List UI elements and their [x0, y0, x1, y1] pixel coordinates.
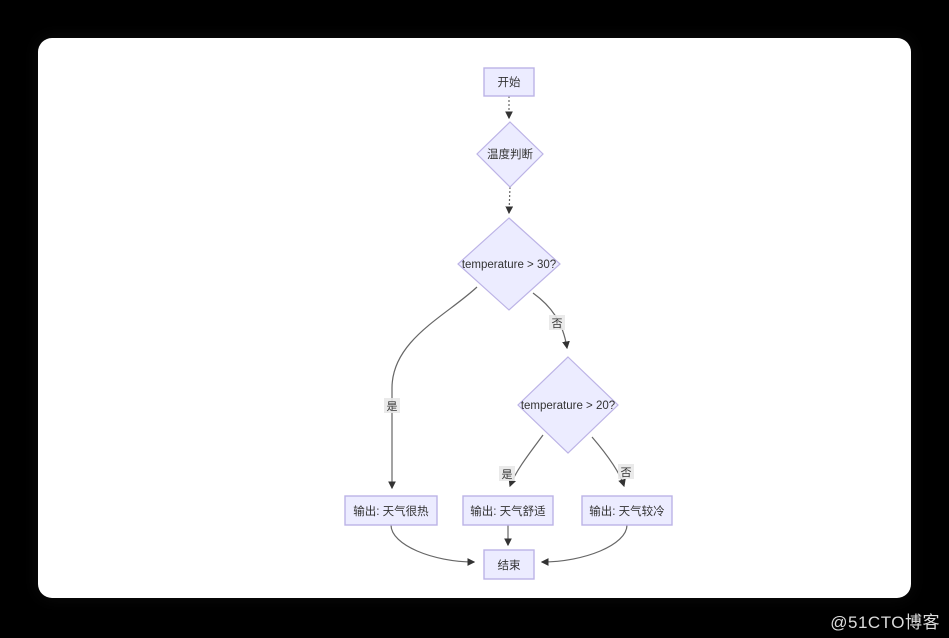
- edge-label-cond30-yes: 是: [387, 400, 398, 413]
- edge-temp-check-to-cond30: [505, 186, 514, 215]
- node-start-label: 开始: [498, 75, 521, 89]
- flowchart-diagram: 是 否 是 否 开始 温度判断 temperature > 30? temper…: [344, 67, 673, 580]
- node-end-label: 结束: [498, 559, 521, 572]
- edge-labels: 是 否 是 否: [384, 315, 634, 481]
- node-cond30: [457, 217, 561, 311]
- node-out-hot-label: 输出: 天气很热: [353, 504, 429, 518]
- edge-label-cond20-no: 否: [621, 467, 632, 479]
- node-start: [483, 67, 535, 97]
- node-end: [483, 549, 535, 580]
- node-out-comfort: [462, 495, 554, 526]
- edge-cold-to-end: [540, 524, 628, 566]
- node-cond30-label: temperature > 30?: [462, 259, 556, 271]
- watermark: @51CTO博客: [830, 613, 940, 632]
- edge-label-bg: [549, 315, 565, 330]
- flowchart-card: 是 否 是 否 开始 温度判断 temperature > 30? temper…: [38, 38, 911, 598]
- node-out-comfort-label: 输出: 天气舒适: [470, 504, 546, 518]
- edge-cond20-no: [591, 436, 626, 488]
- node-cond20-label: temperature > 20?: [521, 400, 615, 412]
- node-out-cold-label: 输出: 天气较冷: [589, 504, 664, 518]
- node-temp-check: [476, 121, 544, 188]
- node-out-hot: [344, 495, 438, 526]
- edge-label-bg: [384, 398, 400, 413]
- node-temp-check-label: 温度判断: [487, 147, 533, 161]
- edge-hot-to-end: [390, 524, 476, 566]
- edge-label-bg: [618, 464, 634, 479]
- nodes: 开始 温度判断 temperature > 30? temperature > …: [344, 67, 673, 580]
- node-cond20: [517, 356, 619, 454]
- edge-cond20-yes: [508, 434, 544, 488]
- edge-cond30-yes: [388, 286, 478, 490]
- edge-label-bg: [499, 466, 515, 481]
- edge-label-cond20-yes: 是: [502, 468, 513, 481]
- edge-label-cond30-no: 否: [552, 318, 563, 330]
- node-out-cold: [581, 495, 673, 526]
